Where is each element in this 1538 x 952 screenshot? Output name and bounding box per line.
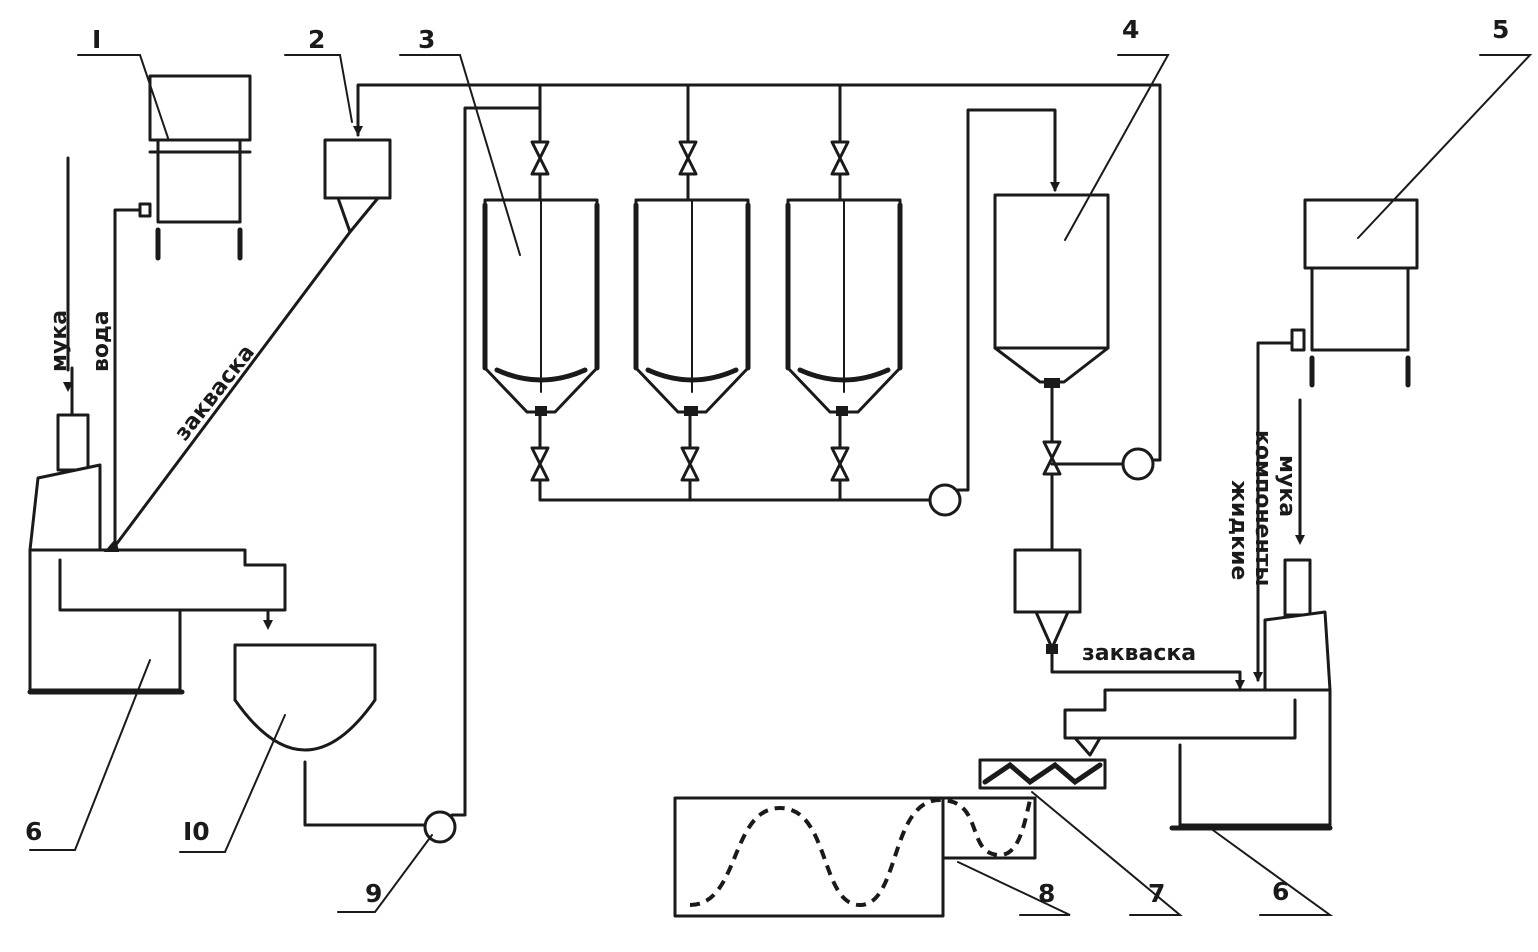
dosing-unit-5 <box>1253 198 1419 682</box>
leader-lines <box>29 54 1533 916</box>
fermentation-vessels-3 <box>482 108 1060 517</box>
label-num-2: 2 <box>308 25 325 54</box>
bottom-valves <box>530 446 850 482</box>
top-valves <box>530 140 850 176</box>
label-num-5: 5 <box>1492 15 1509 44</box>
label-num-6-right: 6 <box>1272 877 1289 906</box>
kneading-machine-left <box>27 156 287 695</box>
label-liquid-2: компоненты <box>1250 430 1275 586</box>
label-liquid-1: жидкие <box>1226 480 1251 580</box>
screw-feeder-7 <box>978 758 1107 790</box>
label-num-9: 9 <box>365 879 382 908</box>
vessel-b <box>633 198 751 416</box>
pump-vessels <box>928 108 1060 517</box>
label-flour-right: мука <box>1274 455 1299 517</box>
label-flour-left: мука <box>47 310 72 372</box>
label-num-3: 3 <box>418 25 435 54</box>
label-starter-diagonal: закваска <box>170 340 260 445</box>
label-num-4: 4 <box>1122 15 1139 44</box>
label-num-1: I <box>92 25 101 54</box>
kneading-machine-right <box>1063 398 1333 831</box>
storage-tank-4 <box>993 193 1155 550</box>
starter-doser <box>1013 548 1245 690</box>
vessel-a <box>482 198 600 416</box>
label-num-10: I0 <box>183 817 210 846</box>
label-num-6-left: 6 <box>25 817 42 846</box>
starter-tank-10 <box>233 643 427 827</box>
dosing-unit-1 <box>113 74 252 542</box>
vessel-c <box>785 198 903 416</box>
label-starter-right: закваска <box>1082 641 1196 666</box>
dough-trough-8 <box>673 796 1037 918</box>
label-num-7: 7 <box>1148 879 1165 908</box>
label-num-8: 8 <box>1038 879 1055 908</box>
equipment-numbers: I 2 3 4 5 6 6 7 8 9 I0 <box>25 15 1509 908</box>
label-water: вода <box>89 310 114 372</box>
